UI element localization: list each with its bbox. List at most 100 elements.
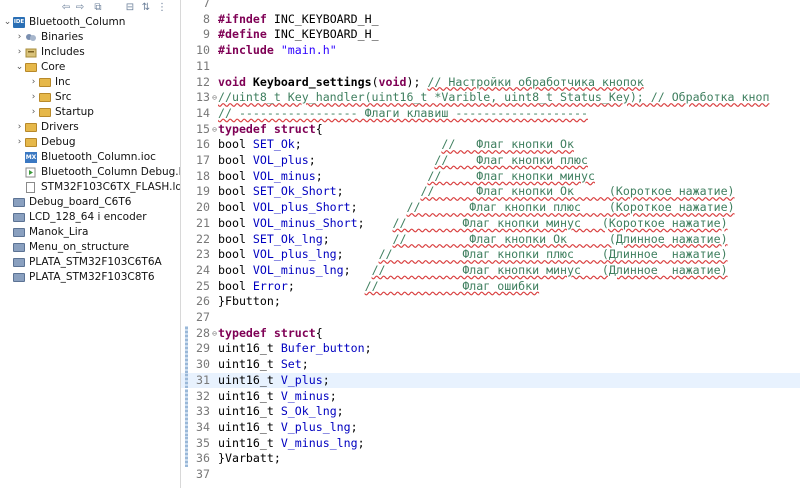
code-token: V_minus_lng (280, 435, 358, 450)
code-token: Error (252, 278, 288, 293)
tree-item[interactable]: ⌄Core (0, 60, 180, 75)
code-token: V_plus (280, 372, 323, 387)
line-number: 18 (196, 168, 210, 183)
back-arrow-icon[interactable]: ⇦ (61, 1, 71, 13)
tree-item[interactable]: ›Debug (0, 135, 180, 150)
explorer-toolbar: ⇦ ⇨ ⧉ ⊟ ⇅ ⋮ (0, 0, 180, 14)
tree-item-label: LCD_128_64 i encoder (29, 211, 147, 223)
tree-item[interactable]: Bluetooth_Column Debug.laun (0, 165, 180, 180)
tree-item[interactable]: PLATA_STM32F103C8T6 (0, 270, 180, 285)
line-number: 24 (196, 262, 210, 277)
collapse-arrow-icon[interactable]: › (31, 107, 36, 117)
tree-item[interactable]: LCD_128_64 i encoder (0, 210, 180, 225)
tree-item[interactable]: STM32F103C6TX_FLASH.ld (0, 180, 180, 195)
tree-item[interactable]: ›Drivers (0, 120, 180, 135)
fold-toggle-icon[interactable]: ⊖ (212, 328, 217, 338)
tree-item[interactable]: ›Includes (0, 45, 180, 60)
line-number: 7 (203, 0, 210, 10)
code-token: void (378, 74, 407, 89)
code-text: }Varbatt; (218, 451, 281, 467)
view-menu-icon[interactable]: ⋮ (157, 1, 167, 13)
fold-toggle-icon[interactable]: ⊖ (212, 93, 217, 103)
line-number: 14 (196, 105, 210, 120)
line-number: 22 (196, 231, 210, 246)
tree-item-label: Manok_Lira (29, 226, 89, 238)
code-line[interactable]: 9#define INC_KEYBOARD_H_ (181, 27, 800, 43)
collapse-arrow-icon[interactable]: › (31, 77, 36, 87)
filter-icon[interactable]: ⇅ (141, 1, 151, 13)
collapse-arrow-icon[interactable]: › (17, 47, 22, 57)
forward-arrow-icon[interactable]: ⇨ (75, 1, 85, 13)
code-text: uint16_t S_Ok_lng; (218, 404, 344, 420)
tree-item[interactable]: Manok_Lira (0, 225, 180, 240)
expand-arrow-icon[interactable]: ⌄ (3, 17, 12, 27)
code-token: // Флаг кнопки плюс (Короткое нажатие) (406, 200, 735, 215)
code-line[interactable]: 14// ----------------- Флаги клавиш ----… (181, 106, 800, 122)
tree-item[interactable]: ›Binaries (0, 30, 180, 45)
code-token: ; (350, 419, 358, 434)
collapse-arrow-icon[interactable]: › (17, 137, 22, 147)
code-line[interactable]: 37 (181, 467, 800, 483)
code-text: uint16_t V_minus; (218, 389, 337, 405)
code-token: bool (218, 184, 253, 199)
code-editor[interactable]: 7 8#ifndef INC_KEYBOARD_H_9#define INC_KE… (181, 0, 800, 488)
line-number: 12 (196, 74, 210, 89)
tree-item[interactable]: ›Src (0, 90, 180, 105)
fold-toggle-icon[interactable]: ⊖ (212, 124, 217, 134)
expand-arrow-icon[interactable]: ⌄ (15, 62, 24, 72)
code-token: ; (357, 435, 365, 450)
code-line[interactable]: 8#ifndef INC_KEYBOARD_H_ (181, 12, 800, 28)
code-line[interactable]: 11 (181, 59, 800, 75)
collapse-arrow-icon[interactable]: › (31, 92, 36, 102)
tree-item[interactable]: PLATA_STM32F103C6T6A (0, 255, 180, 270)
code-token: S_Ok_lng (280, 404, 337, 419)
collapse-all-icon[interactable]: ⊟ (125, 1, 135, 13)
collapse-arrow-icon[interactable]: › (17, 122, 22, 132)
code-line[interactable]: 15⊖typedef struct{ (181, 122, 800, 138)
code-line[interactable]: 28⊖typedef struct{ (181, 325, 800, 342)
code-token: bool (218, 137, 253, 152)
code-line[interactable]: 7 (181, 0, 800, 12)
code-line[interactable]: 36}Varbatt; (181, 451, 800, 467)
code-line[interactable]: 13⊖//uint8_t Key_handler(uint16_t *Varib… (181, 90, 800, 106)
collapse-arrow-icon[interactable]: › (17, 32, 22, 42)
tree-item[interactable]: ›Startup (0, 105, 180, 120)
code-text: bool VOL_minus_Short; // Флаг кнопки мин… (218, 216, 728, 232)
folder-icon (25, 137, 37, 148)
code-line[interactable]: 10#include "main.h" (181, 43, 800, 59)
pane-divider[interactable] (180, 0, 181, 488)
code-line[interactable]: 27 (181, 310, 800, 326)
code-token: typedef (218, 325, 267, 340)
code-token: ( (371, 74, 379, 89)
code-line[interactable]: 26}Fbutton; (181, 294, 800, 310)
tree-item[interactable]: Debug_board_C6T6 (0, 195, 180, 210)
code-token: ; (308, 153, 435, 167)
code-token: INC_KEYBOARD_H_ (273, 11, 379, 26)
code-text: bool SET_Ok_Short; // Флаг кнопки Ок (Ко… (218, 184, 735, 200)
code-text: uint16_t V_plus; (218, 373, 330, 389)
tree-item[interactable]: ›Inc (0, 75, 180, 90)
tree-item[interactable]: Menu_on_structure (0, 240, 180, 255)
link-with-editor-icon[interactable]: ⧉ (94, 1, 102, 13)
code-token: INC_KEYBOARD_H_ (273, 27, 379, 42)
